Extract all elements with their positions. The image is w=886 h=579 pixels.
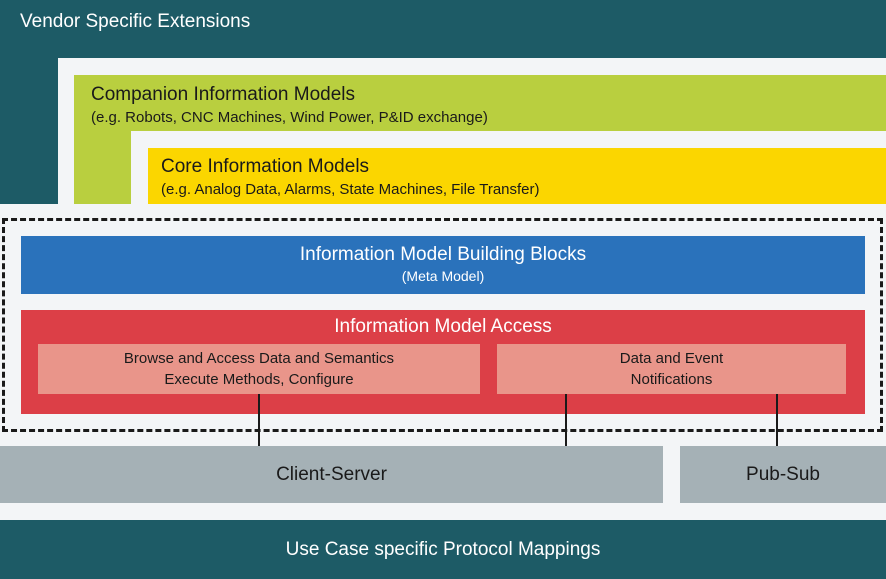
connector-line	[565, 394, 567, 446]
browse-access-line1: Browse and Access Data and Semantics	[123, 350, 395, 367]
companion-models-title: Companion Information Models	[91, 84, 356, 105]
vendor-extensions-layer-side	[0, 58, 58, 204]
event-notifications-line2: Notifications	[630, 371, 713, 388]
building-blocks-title: Information Model Building Blocks	[299, 244, 587, 265]
browse-access-box: Browse and Access Data and Semantics Exe…	[38, 344, 480, 394]
model-access-title: Information Model Access	[334, 316, 552, 337]
opc-ua-core-frame	[2, 218, 883, 432]
companion-models-layer-side	[74, 131, 131, 204]
vendor-extensions-layer	[0, 0, 886, 58]
pub-sub-box: Pub-Sub	[680, 446, 886, 503]
building-blocks-subtitle: (Meta Model)	[401, 268, 485, 284]
vendor-extensions-title: Vendor Specific Extensions	[20, 11, 251, 32]
companion-models-subtitle: (e.g. Robots, CNC Machines, Wind Power, …	[91, 109, 488, 126]
pub-sub-label: Pub-Sub	[746, 463, 820, 485]
connector-line	[258, 394, 260, 446]
core-models-layer	[148, 148, 886, 204]
building-blocks-box: Information Model Building Blocks (Meta …	[21, 236, 865, 294]
connector-line	[776, 394, 778, 446]
core-models-title: Core Information Models	[161, 156, 370, 177]
event-notifications-box: Data and Event Notifications	[497, 344, 846, 394]
client-server-label: Client-Server	[276, 463, 387, 485]
client-server-box: Client-Server	[0, 446, 663, 503]
protocol-mappings-box: Use Case specific Protocol Mappings	[0, 520, 886, 579]
browse-access-line2: Execute Methods, Configure	[164, 371, 354, 388]
companion-models-layer	[74, 75, 886, 131]
event-notifications-line1: Data and Event	[619, 350, 724, 367]
protocol-mappings-title: Use Case specific Protocol Mappings	[285, 538, 601, 560]
core-models-subtitle: (e.g. Analog Data, Alarms, State Machine…	[161, 181, 540, 198]
